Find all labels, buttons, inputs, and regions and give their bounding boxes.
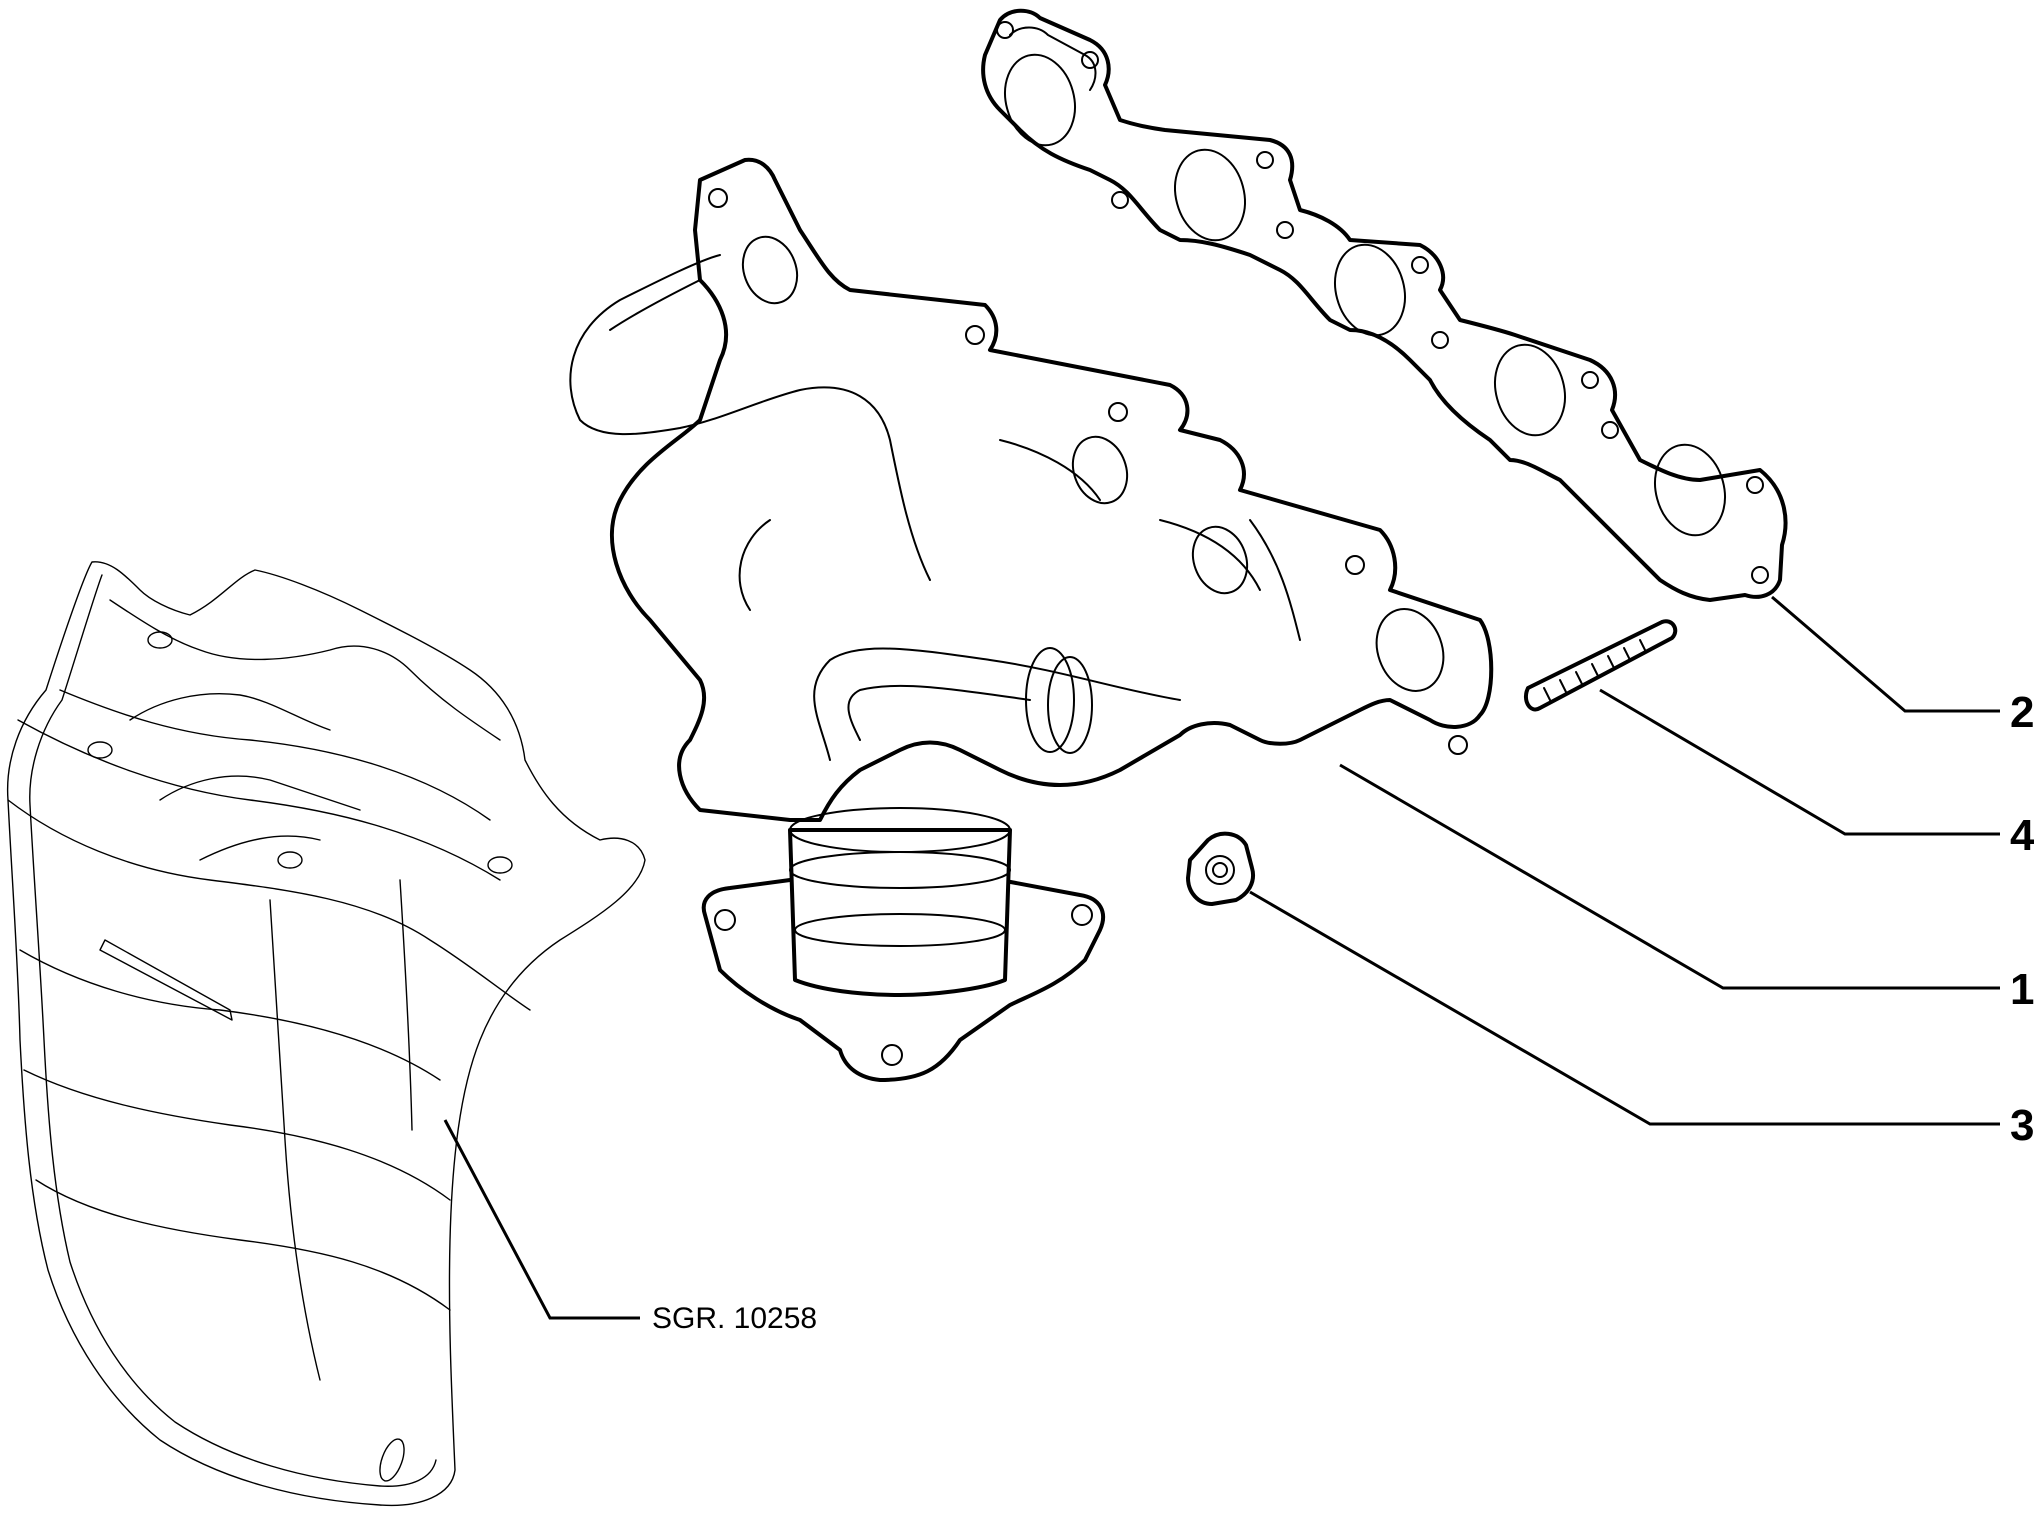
callout-2: 2: [2010, 688, 2034, 737]
callout-1: 1: [2010, 965, 2034, 1014]
flange-nut: [1186, 831, 1255, 906]
leader-ref: [443, 1119, 640, 1320]
callout-3: 3: [2010, 1101, 2034, 1150]
leader-lines: [443, 595, 2000, 1320]
leader-2: [1771, 595, 2000, 713]
callout-4: 4: [2010, 811, 2034, 860]
reference-label: SGR. 10258: [652, 1302, 817, 1335]
stud: [1523, 619, 1678, 712]
exhaust-manifold-gasket: [981, 8, 1788, 602]
heat-shield: [6, 561, 646, 1507]
exhaust-manifold: [569, 157, 1494, 1082]
callout-labels: 2 4 1 3 SGR. 10258: [652, 688, 2034, 1335]
leader-4: [1599, 688, 2000, 836]
leader-1: [1339, 763, 2000, 990]
leader-3: [1249, 890, 2000, 1126]
